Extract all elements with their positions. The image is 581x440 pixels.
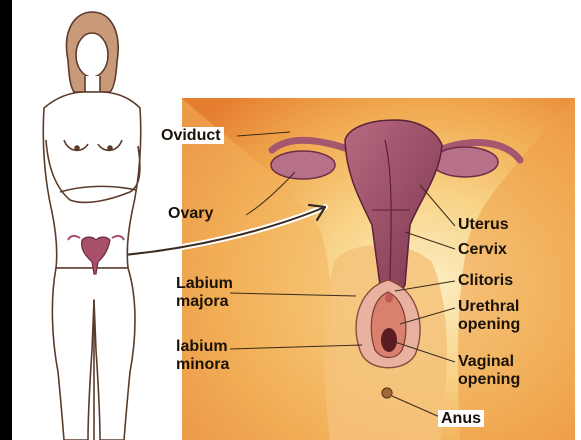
- label-anus: Anus: [438, 410, 484, 427]
- label-labium-majora-line1: Labium: [176, 275, 233, 292]
- label-vaginal-line2: opening: [458, 371, 520, 388]
- label-labium-majora-line2: majora: [176, 293, 228, 310]
- label-labium-minora-line2: minora: [176, 356, 229, 373]
- female-figure: [43, 12, 140, 440]
- label-oviduct: Oviduct: [158, 127, 224, 144]
- label-urethral-line1: Urethral: [458, 298, 519, 315]
- label-urethral-line2: opening: [458, 316, 520, 333]
- label-ovary: Ovary: [168, 205, 213, 222]
- label-uterus: Uterus: [458, 216, 509, 233]
- label-cervix: Cervix: [458, 241, 507, 258]
- label-clitoris: Clitoris: [458, 272, 513, 289]
- label-labium-minora-line1: labium: [176, 338, 228, 355]
- label-vaginal-line1: Vaginal: [458, 353, 514, 370]
